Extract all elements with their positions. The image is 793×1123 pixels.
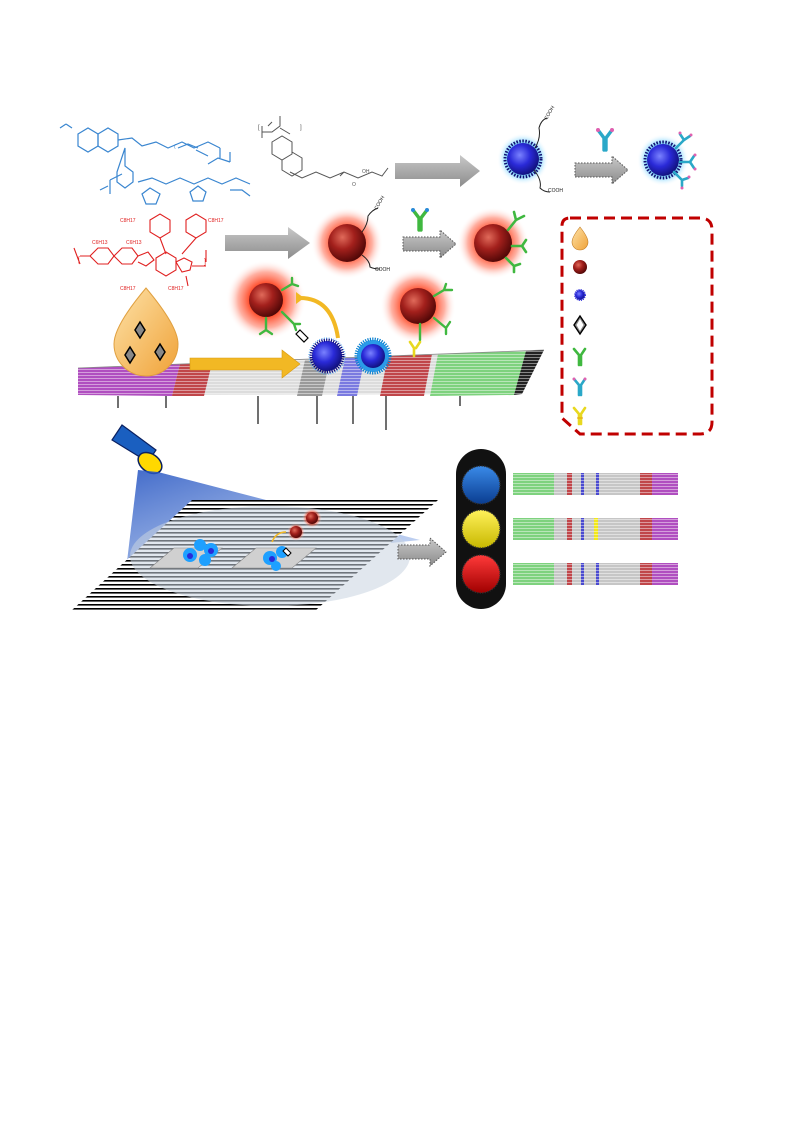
substituent-label: C8H17 (120, 218, 136, 224)
cyan-antibody-icon (572, 377, 587, 397)
flow-direction-arrow (189, 349, 301, 379)
red-nanoparticle-icon (573, 260, 587, 274)
green-antibody-icon (411, 208, 429, 232)
process-arrow-2 (574, 154, 629, 186)
substituent-label: C6H13 (92, 240, 108, 246)
red-nanoparticle-conjugate (457, 207, 529, 279)
traffic-lamp-blue (462, 466, 500, 504)
green-antibody-icon (572, 347, 587, 367)
substituent-label: C6H13 (126, 240, 142, 246)
result-strip-1 (513, 473, 678, 495)
blue-polymer-structure: ( (59, 123, 251, 205)
red-polymer-structure: [ ] C8H17 C8H17 C6H13 C6H13 C8H17 C8H17 (73, 213, 224, 292)
substituent-label: C8H17 (168, 286, 184, 292)
red-nanoparticle-cooh: COOH COOH (311, 195, 390, 279)
cyan-antibody-icon (596, 128, 614, 152)
svg-text:]: ] (300, 125, 302, 131)
blue-nanoparticle-icon (574, 289, 586, 301)
cooh-label-bottom: COOH (548, 188, 563, 194)
red-nanoparticle-control (380, 268, 456, 358)
result-strip-2 (513, 518, 678, 540)
traffic-lamp-yellow (462, 510, 500, 548)
svg-text:OH: OH (362, 169, 370, 175)
blue-nanoparticle-bound-2 (354, 337, 392, 375)
red-nanoparticle-binding (226, 260, 340, 343)
substituent-label: C8H17 (120, 286, 136, 292)
blue-nanoparticle-conjugate (637, 131, 697, 190)
svg-text:[: [ (78, 257, 80, 264)
yellow-antibody-icon (572, 406, 587, 426)
svg-text:[: [ (258, 125, 260, 131)
substituent-label: C8H17 (208, 218, 224, 224)
sample-droplet (113, 287, 179, 377)
cooh-label-bottom: COOH (375, 267, 390, 273)
cooh-label-top: COOH (544, 105, 557, 121)
result-strip-3 (513, 563, 678, 585)
blue-nanoparticle-bound-1 (308, 337, 346, 375)
flashlight-icon (111, 424, 163, 475)
svg-text:]: ] (204, 259, 206, 266)
process-arrow-3 (225, 227, 310, 259)
gray-polymer-structure: [ ] OH O (258, 116, 389, 188)
traffic-lamp-red (462, 555, 500, 593)
blue-nanoparticle-cooh: COOH COOH (497, 105, 563, 194)
svg-text:(: ( (174, 144, 176, 150)
process-arrow-5 (397, 536, 447, 568)
svg-text:O: O (352, 182, 356, 188)
traffic-light (456, 449, 506, 609)
sample-droplet-icon (571, 226, 589, 251)
process-arrow-1 (395, 155, 480, 187)
reader-platform (72, 500, 438, 610)
legend-box (560, 216, 714, 436)
process-arrow-4 (402, 228, 457, 260)
cooh-label-top: COOH (374, 195, 387, 211)
